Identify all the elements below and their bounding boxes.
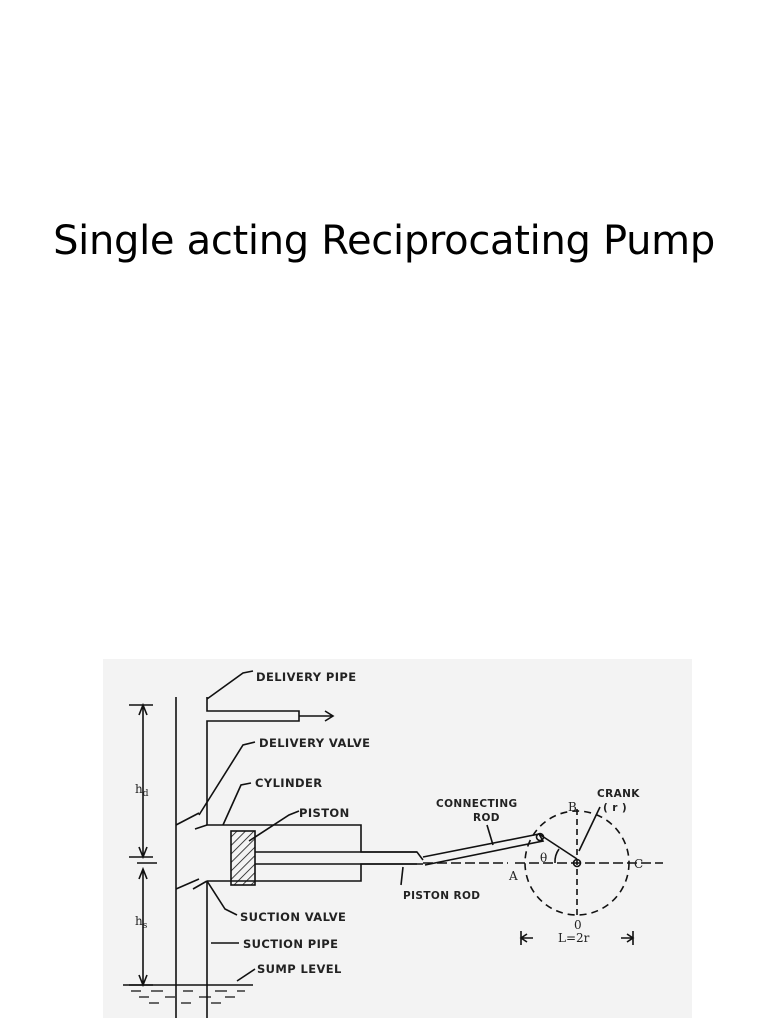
connecting-rod <box>422 833 545 866</box>
pump-diagram-svg: DELIVERY PIPE DELIVERY VALVE CYLINDER PI… <box>123 670 663 1018</box>
delivery-pipe-wall <box>206 697 300 825</box>
crank-arm <box>538 833 578 860</box>
suction-valve <box>175 878 208 890</box>
leader-piston-rod <box>400 866 404 886</box>
slide-title: Single acting Reciprocating Pump <box>53 218 715 264</box>
label-hd: hd <box>135 782 149 799</box>
label-delivery-valve: DELIVERY VALVE <box>259 736 370 750</box>
label-piston-rod: PISTON ROD <box>403 890 480 902</box>
leader-suction-valve <box>206 880 238 916</box>
label-hd-base: h <box>135 782 143 796</box>
stroke-dimension <box>519 931 635 945</box>
label-point-b: B <box>568 800 577 814</box>
delivery-valve <box>175 812 208 830</box>
outlet-arrow <box>299 710 335 722</box>
label-hd-sub: d <box>143 789 149 799</box>
label-crank: CRANK <box>597 788 640 800</box>
label-delivery-pipe: DELIVERY PIPE <box>256 670 357 684</box>
label-crank-r: ( r ) <box>603 802 627 814</box>
piston-rod <box>255 851 424 865</box>
theta-arc <box>554 848 560 864</box>
label-hs-base: h <box>135 914 143 928</box>
label-point-a: A <box>508 869 518 883</box>
label-sump-level: SUMP LEVEL <box>257 962 342 976</box>
label-point-o: 0 <box>574 918 582 932</box>
label-hs: hs <box>135 914 148 931</box>
leader-sump-level <box>236 968 256 982</box>
leader-piston <box>248 810 300 842</box>
leader-delivery-valve <box>198 741 256 816</box>
leader-cylinder <box>222 782 252 826</box>
label-connecting: CONNECTING <box>436 798 518 810</box>
label-suction-valve: SUCTION VALVE <box>240 910 346 924</box>
label-piston: PISTON <box>299 806 350 820</box>
leader-delivery-pipe <box>206 670 254 700</box>
label-cylinder: CYLINDER <box>255 776 322 790</box>
label-hs-sub: s <box>143 921 148 931</box>
label-suction-pipe: SUCTION PIPE <box>243 937 338 951</box>
crank-pin <box>535 832 545 842</box>
piston <box>230 830 256 886</box>
label-point-c: C <box>634 857 643 871</box>
pump-diagram: DELIVERY PIPE DELIVERY VALVE CYLINDER PI… <box>103 659 692 1018</box>
crank-leader <box>578 806 601 852</box>
label-stroke: L=2r <box>558 931 590 945</box>
sump-water-waves <box>131 990 245 1004</box>
hd-dimension <box>129 702 153 860</box>
label-theta: θ <box>540 851 547 865</box>
label-rod: ROD <box>473 812 500 824</box>
leader-connecting-rod <box>486 824 494 846</box>
